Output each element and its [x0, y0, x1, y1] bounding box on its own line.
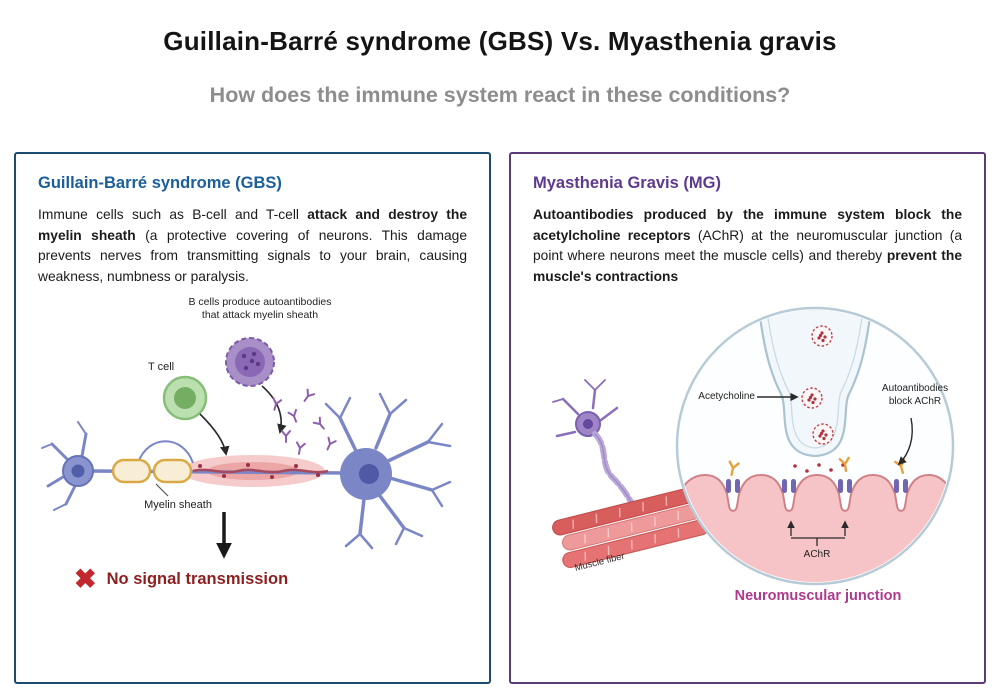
- b-cell-attack-arrow: [261, 385, 287, 434]
- autoantibodies-label-line2: block AChR: [888, 395, 942, 407]
- nerve-terminal: [757, 309, 873, 457]
- neuron-healthy: [324, 392, 452, 549]
- autoantibodies-label-line1: Autoantibodies: [881, 382, 949, 394]
- motor-neuron-graphic: [552, 378, 638, 511]
- b-cell-label-line2: that attack myelin sheath: [201, 309, 319, 322]
- mg-artwork-svg: [552, 306, 955, 585]
- achr-bracket: [787, 520, 849, 546]
- no-signal-row: ✖ No signal transmission: [74, 563, 289, 594]
- autoantibodies-label: Autoantibodies block AChR: [873, 382, 957, 408]
- page-title: Guillain-Barré syndrome (GBS) Vs. Myasth…: [163, 26, 837, 56]
- mg-bold-1: Autoantibodies produced by the immune sy…: [533, 207, 962, 243]
- muscle-membrane: [679, 473, 951, 582]
- neuron-damaged: [41, 420, 94, 511]
- autoantibodies: [269, 388, 337, 456]
- no-signal-label: No signal transmission: [106, 569, 289, 588]
- x-mark-icon: ✖: [74, 563, 97, 594]
- infographic: Guillain-Barré syndrome (GBS) Vs. Myasth…: [0, 26, 1000, 684]
- neuromuscular-junction-detail: [679, 309, 951, 582]
- b-cell-label-line1: B cells produce autoantibodies: [188, 295, 332, 308]
- neuromuscular-junction-caption: Neuromuscular junction: [734, 587, 902, 604]
- b-cell-label: B cells produce autoantibodies that atta…: [150, 296, 370, 323]
- gbs-artwork-svg: [41, 336, 452, 559]
- mg-text-1: (AChR) at the neuromuscular junction (a …: [533, 227, 962, 264]
- t-cell-attack-arrow: [199, 413, 230, 456]
- gbs-heading: Guillain-Barré syndrome (GBS): [38, 174, 282, 192]
- gbs-description: Immune cells such as B-cell and T-cell a…: [38, 205, 467, 288]
- acetylcholine-label: Acetycholine: [698, 390, 755, 402]
- t-cell-label: T cell: [148, 360, 175, 373]
- mg-illustration: Acetycholine Autoantibodies block AChR A…: [533, 296, 957, 616]
- comparison-panels: Guillain-Barré syndrome (GBS) Immune cel…: [0, 152, 1000, 684]
- myelin-sheath-label: Myelin sheath: [144, 498, 212, 511]
- gbs-text-2: (a protective covering of neurons. This …: [38, 227, 468, 285]
- mg-description: Autoantibodies produced by the immune sy…: [533, 205, 962, 288]
- mg-bold-2: prevent the muscle's contractions: [533, 248, 962, 285]
- damaged-axon: [192, 462, 329, 479]
- gbs-bold-1: attack and destroy the myelin sheath: [38, 207, 467, 243]
- b-cell-graphic: [225, 336, 275, 387]
- myelin-sheath-graphic: [111, 458, 193, 483]
- mg-heading: Myasthenia Gravis (MG): [533, 174, 721, 192]
- page-subtitle: How does the immune system react in thes…: [209, 83, 791, 107]
- mg-panel: Myasthenia Gravis (MG) Autoantibodies pr…: [509, 152, 986, 684]
- gbs-text-1: Immune cells such as B-cell and T-cell: [38, 207, 308, 222]
- muscle-fiber-graphic: [552, 485, 714, 568]
- autoantibody-arrow: [897, 417, 913, 465]
- gbs-illustration: B cells produce autoantibodies that atta…: [38, 296, 462, 614]
- gbs-panel: Guillain-Barré syndrome (GBS) Immune cel…: [14, 152, 491, 684]
- t-cell-graphic: [162, 375, 208, 420]
- achr-label: AChR: [803, 548, 831, 560]
